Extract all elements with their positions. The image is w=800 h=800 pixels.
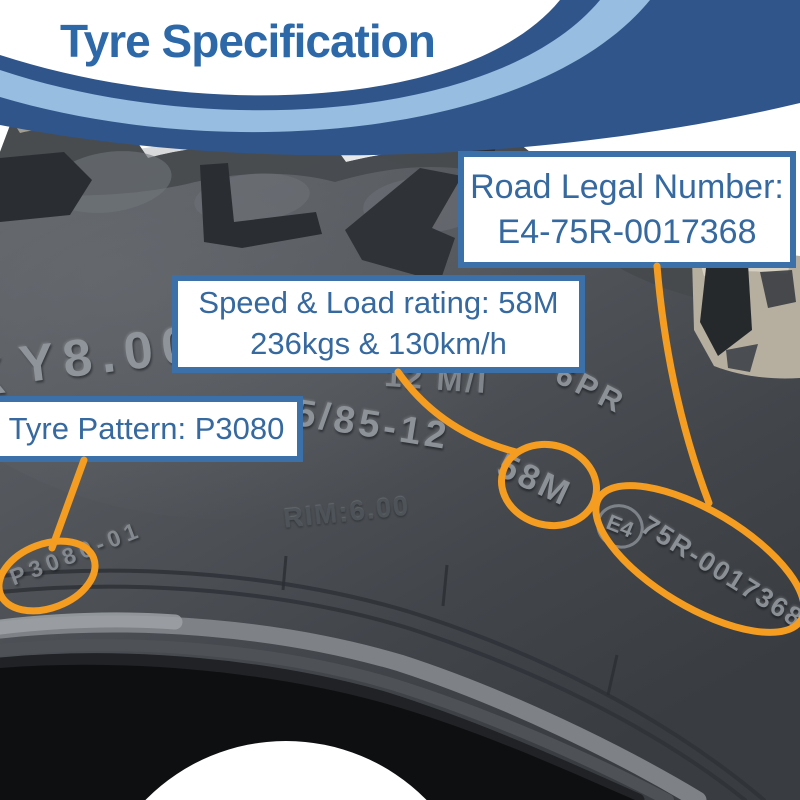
- marking-e-mark: E4: [603, 509, 638, 543]
- bead-ridges: [0, 568, 766, 800]
- callout-tyre-pattern: Tyre Pattern: P3080: [0, 396, 303, 462]
- tread-lug: [200, 163, 322, 248]
- callout-road-legal-number: Road Legal Number: E4-75R-0017368: [458, 151, 796, 268]
- swoosh-white-bite: [0, 0, 560, 96]
- tread-band: [0, 113, 800, 310]
- tyre-inner-shadow: [0, 664, 635, 800]
- tread-lug: [0, 152, 92, 222]
- tread-lug: [700, 264, 752, 356]
- road-legal-label: Road Legal Number:: [470, 167, 784, 206]
- tread-lug: [726, 344, 758, 372]
- speed-load-value: 236kgs & 130km/h: [250, 326, 507, 361]
- road-legal-value: E4-75R-0017368: [497, 212, 757, 251]
- speed-load-label: Speed & Load rating: 58M: [198, 285, 559, 321]
- tread-lug: [760, 270, 796, 308]
- callout-speed-load-rating: Speed & Load rating: 58M 236kgs & 130km/…: [172, 275, 585, 373]
- tread-lug: [345, 168, 462, 282]
- swoosh-light-band: [0, 0, 650, 133]
- mould-seams: [281, 555, 619, 696]
- tyre-centre-hole: [145, 741, 427, 800]
- page-title: Tyre Specification: [60, 15, 436, 67]
- tyre-pattern-label: Tyre Pattern: P3080: [8, 410, 285, 446]
- header-swoosh: [0, 0, 800, 156]
